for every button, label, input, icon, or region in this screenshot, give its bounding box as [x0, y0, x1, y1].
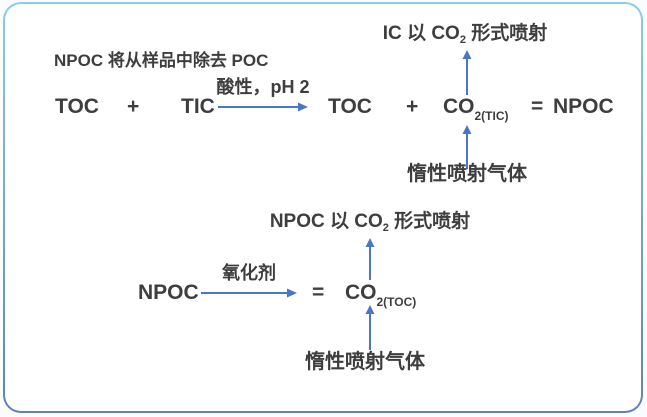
ic-co2-injection-title-suffix: 形式喷射: [465, 23, 548, 44]
co2-toc-subscript: 2(TOC): [376, 295, 417, 309]
co2-toc-term: CO2(TOC): [345, 281, 417, 309]
tic-term: TIC: [181, 95, 215, 118]
co2-subscript: 2: [459, 34, 466, 46]
co2-tic-base: CO: [443, 95, 475, 118]
toc-term-right: TOC: [328, 95, 372, 118]
npoc-co2-injection-title-suffix: 形式喷射: [388, 211, 471, 232]
plus-sign-2: +: [406, 95, 419, 118]
oxidizer-reaction-arrow-group: 氧化剂: [199, 262, 299, 299]
co2-tic-subscript: 2(TIC): [474, 109, 509, 123]
oxidizer-arrow-label: 氧化剂: [222, 263, 276, 283]
equals-sign-1: =: [531, 95, 544, 118]
npoc-co2-injection-title: NPOC 以 CO2 形式喷射: [255, 211, 485, 235]
npoc-result-term: NPOC: [553, 95, 614, 118]
equals-sign-2: =: [312, 281, 325, 304]
npoc-removes-poc-heading: NPOC 将从样品中除去 POC: [54, 51, 269, 70]
up-arrow-gas-to-co2toc: [364, 305, 376, 355]
ic-co2-injection-title: IC 以 CO2 形式喷射: [340, 23, 590, 47]
acid-reaction-arrow-group: 酸性，pH 2: [215, 76, 311, 113]
sparge-gas-label-bottom: 惰性喷射气体: [305, 351, 425, 373]
npoc-term-bottom: NPOC: [138, 281, 199, 304]
diagram-frame: [3, 2, 643, 413]
plus-sign-1: +: [127, 95, 140, 118]
ic-co2-injection-title-prefix: IC 以 CO: [382, 23, 460, 44]
co2-subscript-bottom: 2: [382, 222, 389, 234]
diagram-background: [5, 4, 641, 411]
up-arrow-gas-to-co2tic: [461, 125, 473, 174]
right-arrow-acid: [218, 102, 308, 112]
npoc-co2-injection-title-prefix: NPOC 以 CO: [269, 211, 383, 232]
sparge-gas-label-top: 惰性喷射气体: [407, 163, 527, 185]
up-arrow-co2tic-to-title: [461, 50, 473, 100]
toc-term-left: TOC: [55, 95, 99, 118]
acid-ph2-arrow-label: 酸性，pH 2: [216, 77, 310, 97]
right-arrow-oxidizer: [201, 288, 297, 298]
up-arrow-co2toc-to-title: [364, 238, 376, 285]
co2-toc-base: CO: [345, 281, 377, 304]
co2-tic-term: CO2(TIC): [443, 95, 509, 123]
